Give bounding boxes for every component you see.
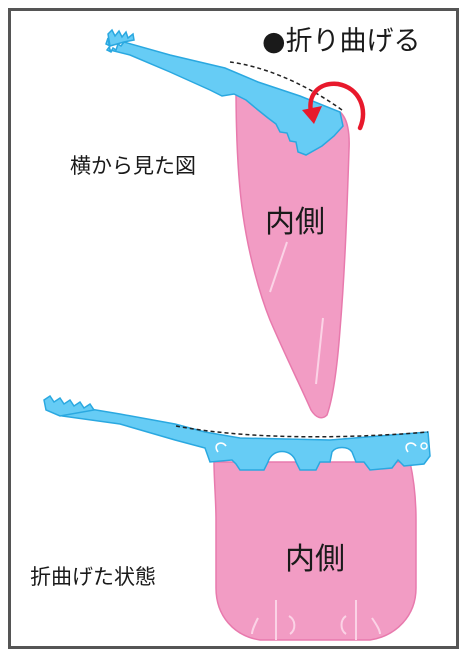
inside-label-bottom: 内側 [285, 542, 345, 577]
instruction-label: ●折り曲げる [262, 26, 421, 57]
folded-state-label: 折曲げた状態 [30, 565, 156, 589]
mask-slit [371, 617, 381, 635]
mask-slit [288, 615, 296, 635]
fold-line [229, 61, 343, 111]
band-teeth [43, 394, 96, 417]
loop-mark [420, 442, 428, 450]
side-view-figure [105, 28, 366, 419]
mask-slit [340, 615, 347, 635]
mask-slit [315, 317, 324, 385]
fold-line [175, 425, 429, 438]
mask-panel-front [213, 461, 417, 641]
band-teeth [107, 28, 135, 47]
loop-mark [405, 442, 417, 453]
mask-slit [269, 241, 288, 293]
inside-label-top: 内側 [265, 205, 325, 240]
folded-figure [43, 394, 431, 641]
mask-slit [251, 617, 259, 635]
loop-mark [215, 442, 227, 453]
ear-band-side [105, 37, 344, 156]
ear-band-front [59, 403, 431, 471]
curved-arrow-icon [302, 81, 366, 131]
side-view-label: 横から見た図 [70, 154, 196, 178]
